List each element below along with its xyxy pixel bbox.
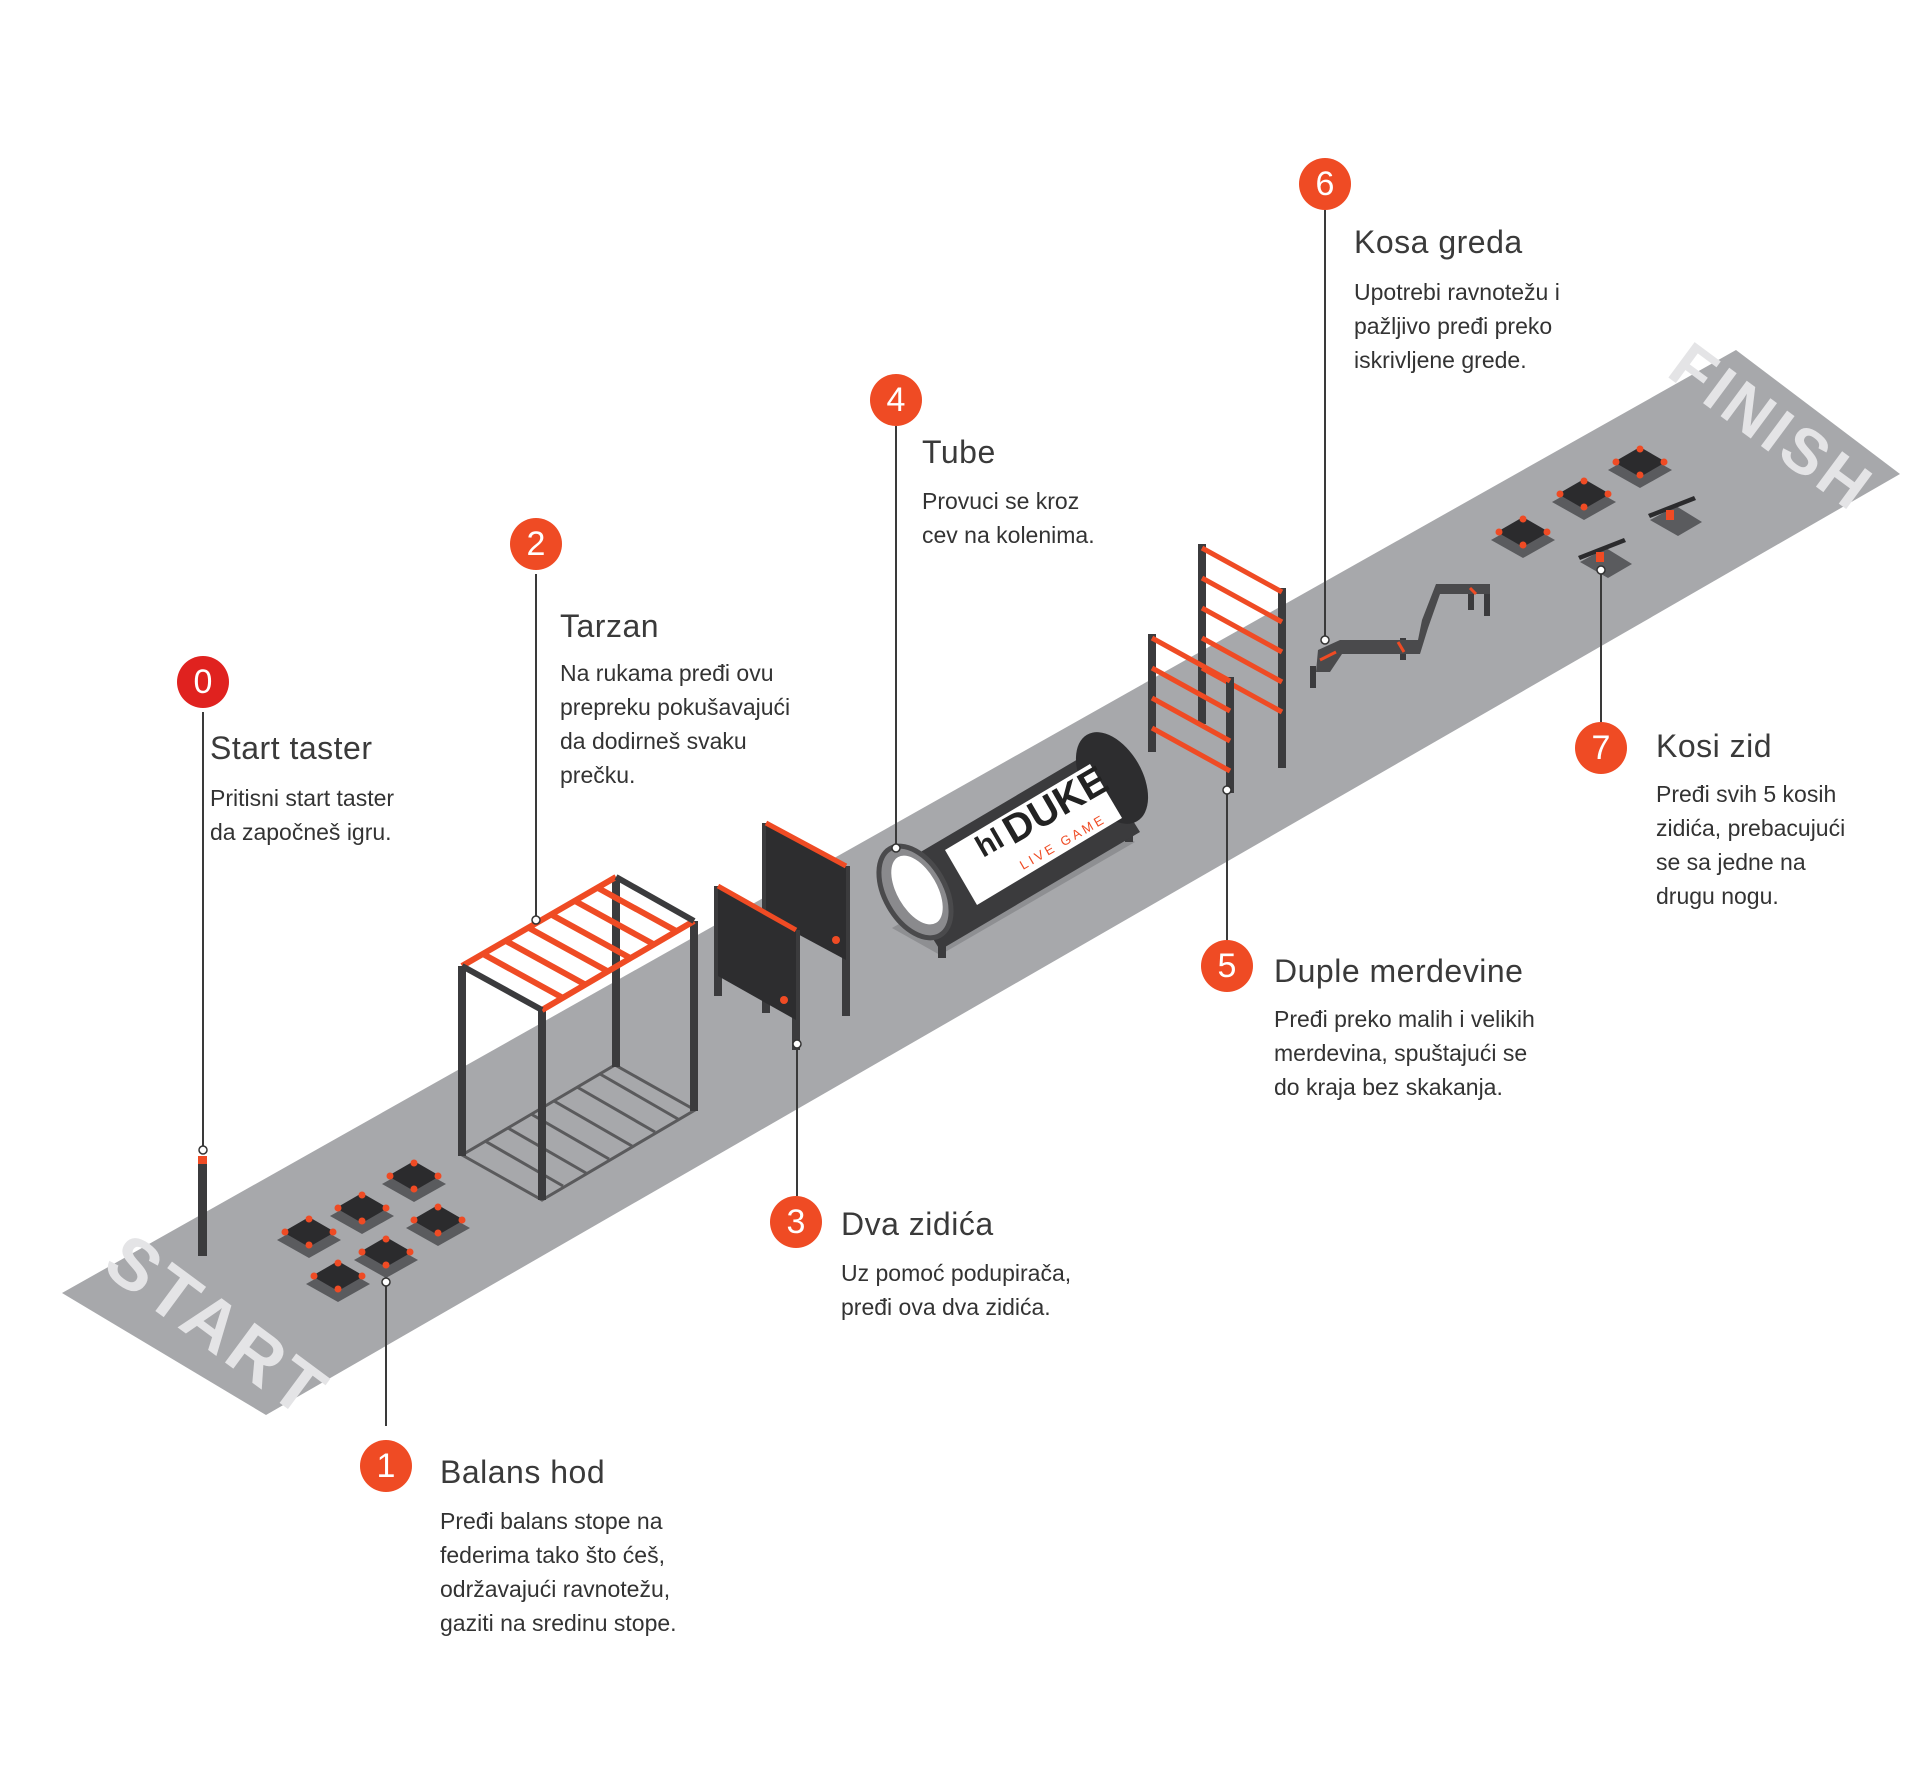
balance-pad	[312, 1261, 364, 1291]
slanted-walls	[1491, 445, 1702, 578]
balance-pad	[1558, 479, 1610, 509]
station-badge: 4	[870, 374, 922, 426]
station-badge: 5	[1201, 940, 1253, 992]
balance-pad	[388, 1161, 440, 1191]
balance-pad	[336, 1193, 388, 1223]
station-desc: Uz pomoć podupirača,pređi ova dva zidića…	[841, 1260, 1072, 1320]
start-button-post	[198, 1156, 207, 1256]
double-ladders	[1148, 544, 1286, 793]
station-title: Balans hod	[440, 1454, 606, 1490]
station-title: Kosa greda	[1354, 224, 1523, 260]
station-badge: 1	[360, 1440, 412, 1492]
anchor-dots	[198, 565, 1606, 1287]
station-title: Start taster	[210, 730, 373, 766]
station-title: Tube	[922, 434, 996, 470]
tube-tunnel: hl DUKE LIVE GAME	[876, 732, 1149, 958]
balance-pads	[277, 1159, 470, 1302]
station-badge: 2	[510, 518, 562, 570]
slanted-wall	[1578, 538, 1626, 560]
station-badge: 6	[1299, 158, 1351, 210]
station-badge: 3	[770, 1196, 822, 1248]
balance-pad	[412, 1205, 464, 1235]
slanted-wall	[1648, 496, 1696, 518]
zigzag-beam	[1310, 584, 1490, 688]
station-title: Dva zidića	[841, 1206, 994, 1242]
station-title: Duple merdevine	[1274, 953, 1524, 989]
two-walls	[714, 820, 850, 1050]
tarzan-monkey-bars	[458, 874, 699, 1202]
balance-pad	[1614, 447, 1666, 477]
station-title: Kosi zid	[1656, 728, 1773, 764]
balance-pad	[360, 1237, 412, 1267]
station-title: Tarzan	[560, 608, 660, 644]
balance-pad	[283, 1217, 335, 1247]
station-badge: 7	[1575, 722, 1627, 774]
station-badge: 0	[177, 656, 229, 708]
connector-lines	[202, 210, 1602, 1426]
balance-pad	[1497, 517, 1549, 547]
